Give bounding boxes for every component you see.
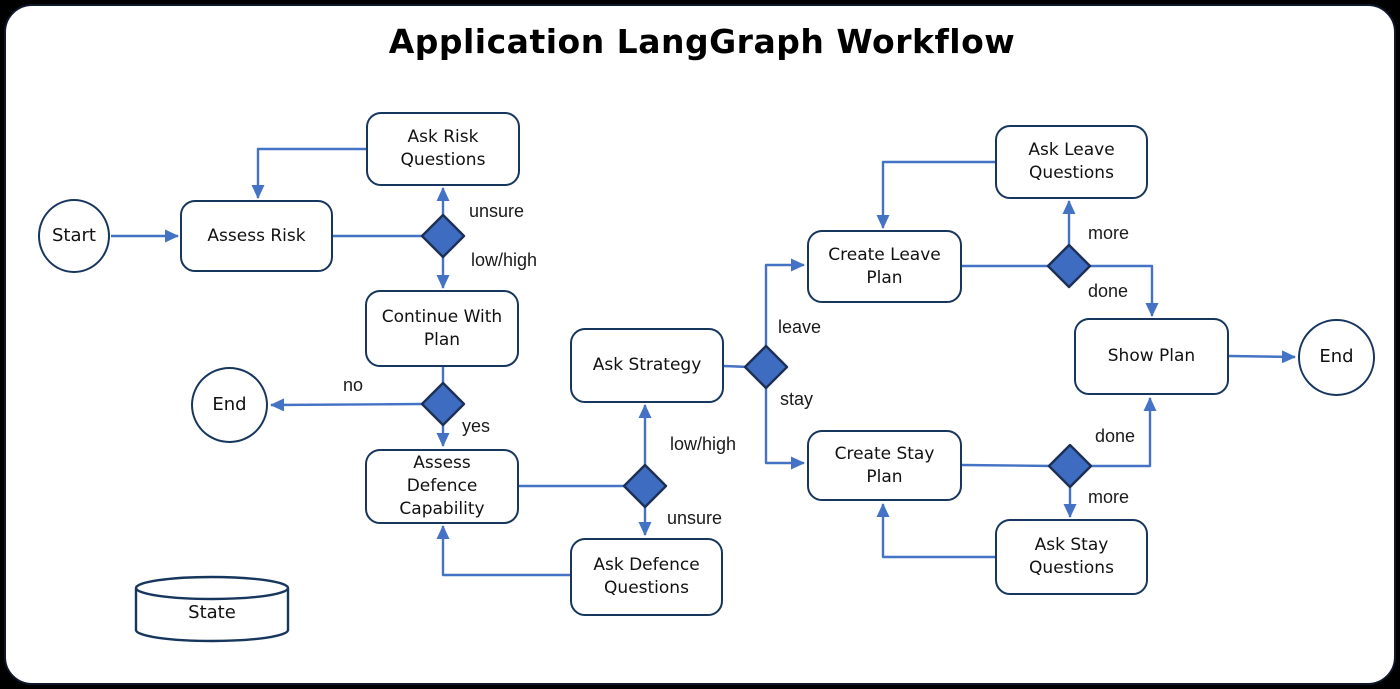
edge-ask-risk-questions-to-assess-risk bbox=[251, 147, 366, 199]
edge-decision-to-create-stay-plan bbox=[764, 388, 805, 470]
node-start: Start bbox=[38, 199, 110, 273]
node-create-stay-plan: Create Stay Plan bbox=[807, 430, 962, 501]
state-cylinder-body bbox=[134, 588, 290, 643]
node-show-plan: Show Plan bbox=[1074, 318, 1229, 395]
decision-continue bbox=[420, 381, 466, 427]
node-end-left: End bbox=[191, 367, 268, 443]
edge-label-low-high-defence: low/high bbox=[670, 434, 737, 454]
node-assess-risk: Assess Risk bbox=[180, 200, 333, 272]
decision-risk-level bbox=[420, 213, 466, 259]
node-ask-leave-questions: Ask Leave Questions bbox=[995, 125, 1148, 199]
edge-label-yes: yes bbox=[462, 416, 491, 436]
decision-defence-level bbox=[622, 463, 668, 509]
edge-ask-stay-questions-to-create-stay bbox=[876, 503, 995, 559]
diagram-stage: Application LangGraph Workflow bbox=[6, 6, 1394, 683]
node-ask-stay-questions: Ask Stay Questions bbox=[995, 519, 1148, 595]
edge-show-plan-to-end bbox=[1228, 350, 1296, 364]
edge-ask-defence-questions-to-assess-defence bbox=[436, 525, 570, 577]
edge-ask-leave-questions-to-create-leave bbox=[876, 160, 995, 229]
edge-label-leave: leave bbox=[778, 317, 822, 337]
edge-decision-to-show-plan-top bbox=[1090, 264, 1159, 317]
edge-label-done-leave: done bbox=[1088, 281, 1129, 301]
edge-label-no: no bbox=[343, 375, 364, 395]
edge-decision-to-create-leave-plan bbox=[764, 258, 805, 346]
edge-label-unsure-defence: unsure bbox=[667, 508, 723, 528]
node-ask-defence-questions: Ask Defence Questions bbox=[570, 538, 723, 616]
node-create-leave-plan: Create Leave Plan bbox=[807, 230, 962, 303]
node-continue-with-plan: Continue With Plan bbox=[365, 290, 519, 367]
edge-create-stay-to-decision bbox=[961, 463, 1054, 468]
edge-label-done-stay: done bbox=[1095, 426, 1136, 446]
node-ask-strategy: Ask Strategy bbox=[570, 328, 724, 403]
edge-decision-to-show-plan-bottom bbox=[1091, 397, 1157, 468]
node-end-right: End bbox=[1298, 319, 1375, 396]
edge-label-more-stay: more bbox=[1088, 487, 1130, 507]
connector-layer bbox=[111, 147, 1296, 643]
diagram-title: Application LangGraph Workflow bbox=[388, 22, 1016, 61]
edge-label-more-leave: more bbox=[1088, 223, 1130, 243]
decision-stay-more-done bbox=[1047, 443, 1093, 489]
diagram-canvas: Application LangGraph Workflow bbox=[4, 4, 1396, 685]
node-state-label: State bbox=[188, 601, 236, 623]
state-cylinder-top bbox=[134, 575, 290, 601]
edge-label-low-high-risk: low/high bbox=[471, 250, 538, 270]
edge-label-stay: stay bbox=[780, 389, 814, 409]
edge-decision-to-end-left bbox=[270, 398, 423, 412]
decision-leave-more-done bbox=[1046, 243, 1092, 289]
node-ask-risk-questions: Ask Risk Questions bbox=[366, 112, 520, 186]
node-assess-defence-capability: Assess Defence Capability bbox=[365, 449, 519, 524]
edge-label-unsure-risk: unsure bbox=[469, 201, 525, 221]
decision-strategy bbox=[743, 344, 789, 390]
